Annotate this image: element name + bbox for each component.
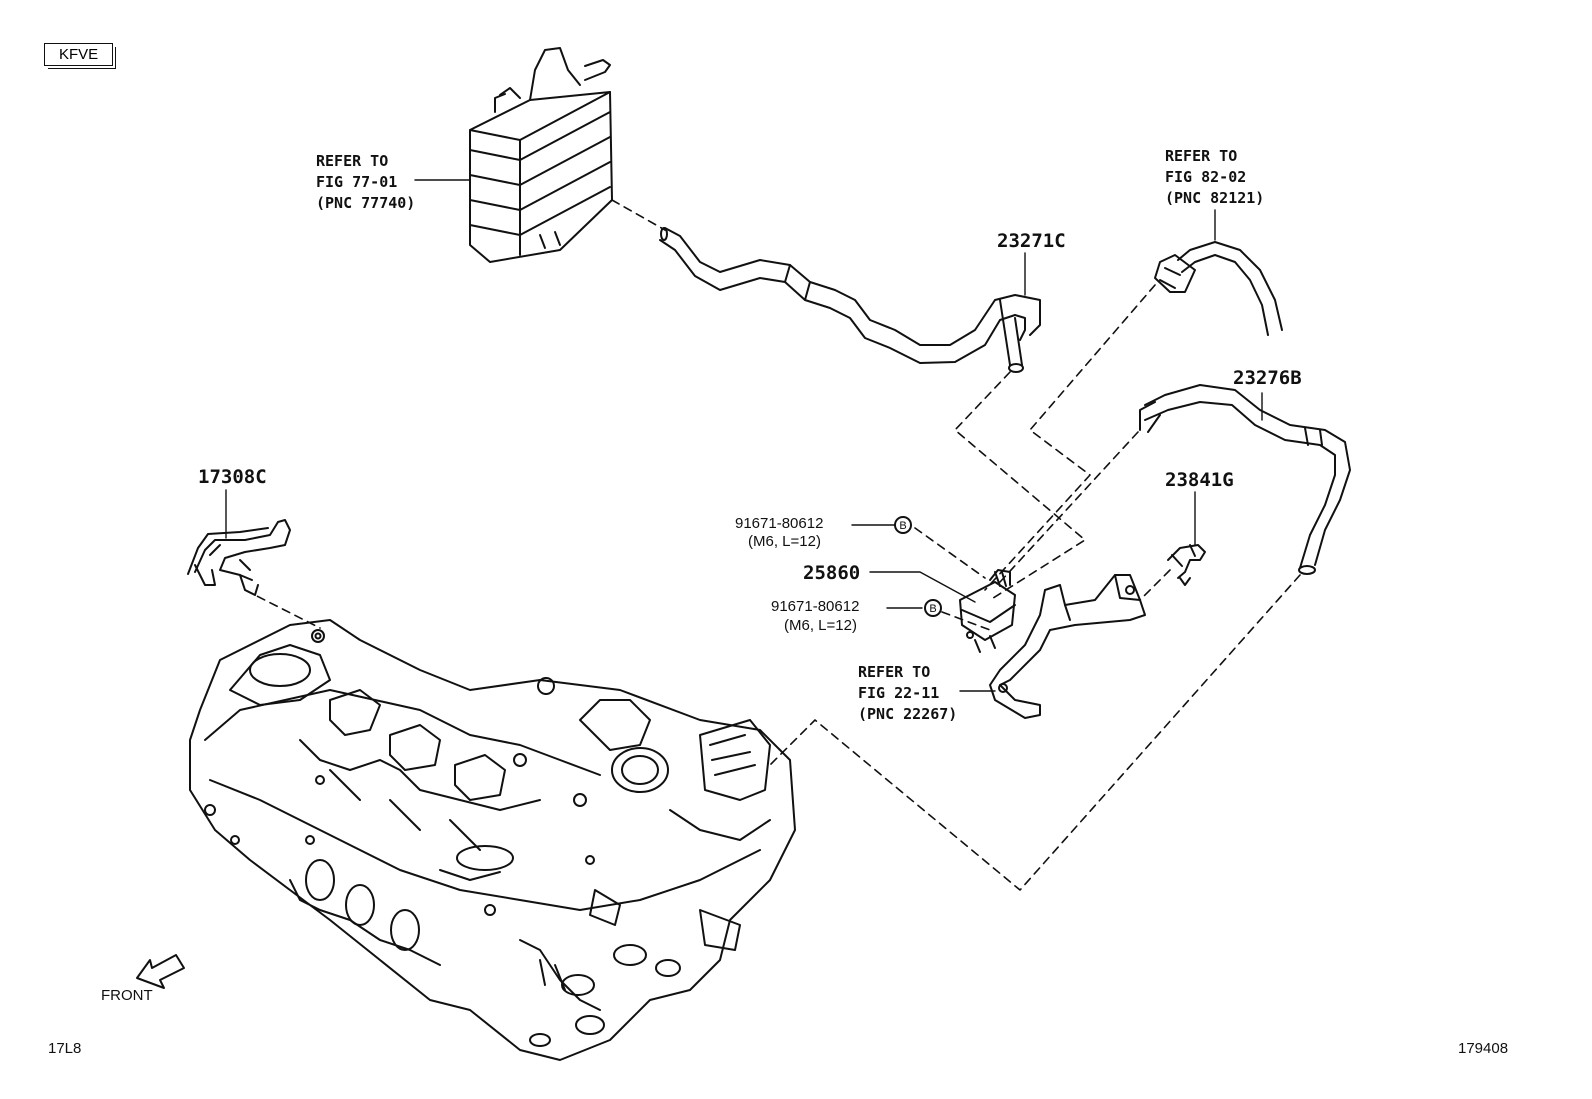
footer-left-code: 17L8 — [48, 1040, 82, 1057]
part-17308c: 17308C — [198, 466, 267, 488]
marker-b-1 — [894, 516, 912, 534]
hose-refer-82121 — [1154, 241, 1283, 336]
engine-assembly — [189, 619, 796, 1061]
hose-23276b — [1139, 384, 1351, 575]
refer-canister-label: REFER TO FIG 77-01 (PNC 77740) — [316, 151, 415, 214]
engine-code: KFVE — [59, 46, 99, 63]
part-23271c: 23271C — [997, 230, 1066, 252]
refer-canister-line3: (PNC 77740) — [316, 194, 416, 212]
refer-bracket-line1: REFER TO — [858, 663, 931, 681]
bolt-2-number: 91671-80612 — [771, 598, 860, 615]
refer-hose-line2: FIG 82-02 — [1165, 168, 1247, 186]
marker-b-1-label: B — [899, 520, 906, 532]
connection-lines — [244, 199, 1301, 891]
refer-bracket-line3: (PNC 22267) — [858, 705, 958, 723]
hose-17308c — [187, 519, 291, 596]
front-arrow-icon — [136, 954, 185, 989]
refer-hose-line1: REFER TO — [1165, 147, 1238, 165]
vsv-25860 — [959, 569, 1016, 653]
refer-hose-label: REFER TO FIG 82-02 (PNC 82121) — [1165, 146, 1264, 209]
part-25860: 25860 — [803, 562, 861, 584]
bolt-1-number: 91671-80612 — [735, 515, 824, 532]
part-23276b: 23276B — [1233, 367, 1302, 389]
refer-bracket-line2: FIG 22-11 — [858, 684, 940, 702]
front-label: FRONT — [101, 987, 153, 1004]
clamp-23841g — [1167, 544, 1206, 586]
marker-b-2 — [924, 599, 942, 617]
label-leaders — [225, 179, 1263, 692]
refer-canister-line1: REFER TO — [316, 152, 389, 170]
charcoal-canister — [469, 47, 613, 263]
bolt-2-spec: (M6, L=12) — [784, 617, 857, 634]
marker-b-2-label: B — [929, 603, 936, 615]
engine-code-box: KFVE — [44, 43, 117, 69]
refer-canister-line2: FIG 77-01 — [316, 173, 398, 191]
bracket-22267 — [989, 574, 1146, 719]
part-23841g: 23841G — [1165, 469, 1234, 491]
footer-right-code: 179408 — [1458, 1040, 1509, 1057]
bolt-1-spec: (M6, L=12) — [748, 533, 821, 550]
refer-bracket-label: REFER TO FIG 22-11 (PNC 22267) — [858, 662, 957, 725]
hose-23271c — [659, 227, 1041, 373]
refer-hose-line3: (PNC 82121) — [1165, 189, 1265, 207]
